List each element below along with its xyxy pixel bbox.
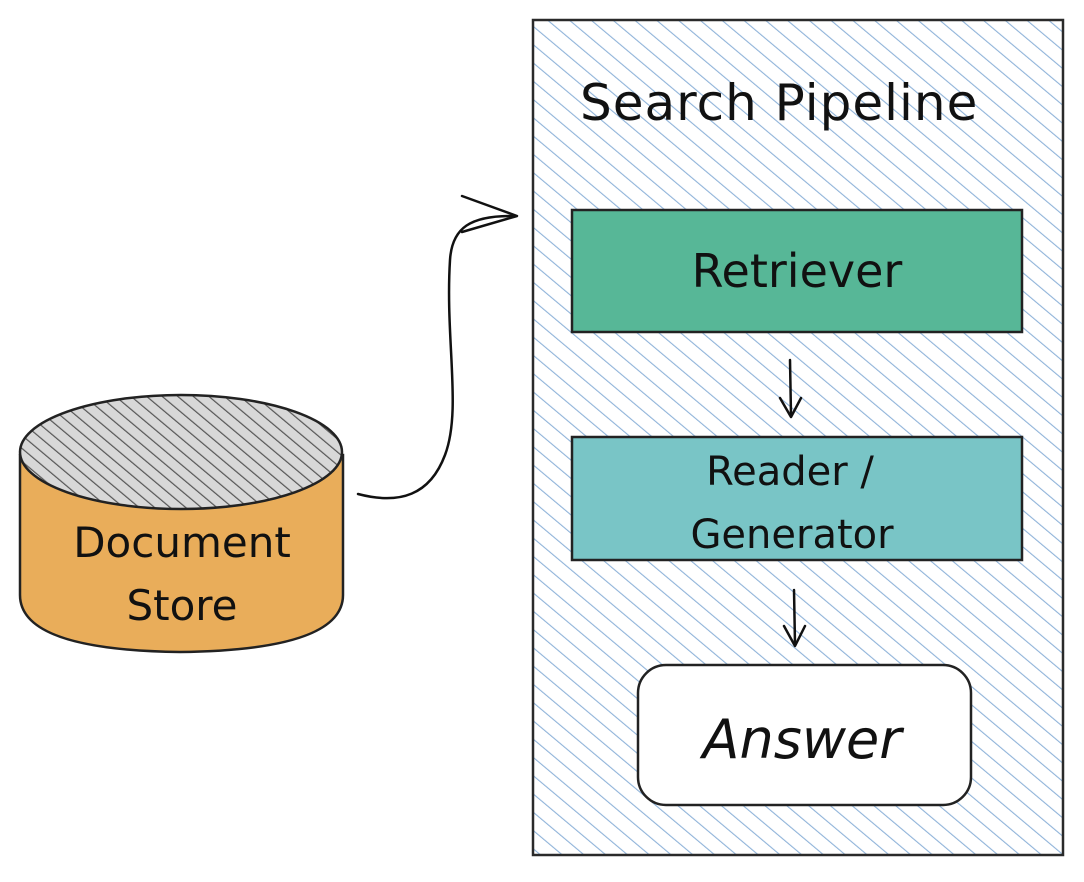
answer-label: Answer — [700, 708, 905, 771]
arrow-retriever-to-reader — [778, 358, 803, 419]
pipeline-title: Search Pipeline — [580, 74, 978, 132]
arrow-reader-to-answer — [782, 588, 807, 648]
reader-label-line1: Reader / — [706, 449, 874, 495]
arrow-store-to-pipeline — [356, 194, 519, 500]
reader-label-line2: Generator — [690, 512, 894, 558]
reader-generator-node: Reader / Generator — [570, 435, 1024, 562]
document-store-label-line2: Store — [126, 581, 237, 630]
document-store-cylinder: Document Store — [18, 393, 345, 654]
answer-node: Answer — [636, 663, 973, 807]
document-store-label-line1: Document — [73, 518, 291, 567]
retriever-node: Retriever — [570, 208, 1024, 334]
retriever-label: Retriever — [692, 244, 903, 298]
